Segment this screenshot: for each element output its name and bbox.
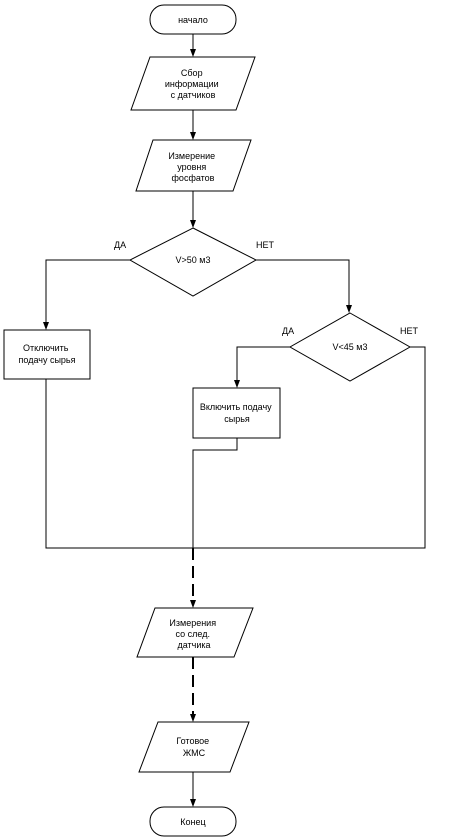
- step-ready-label: Готовое ЖМС: [176, 736, 211, 758]
- step-measure-shape: [135, 139, 252, 192]
- decision-2-shape: [288, 312, 412, 382]
- action-off-line: подачу сырья: [19, 355, 76, 365]
- step-ready-line: Готовое: [176, 736, 209, 746]
- arrow-head: [190, 132, 196, 140]
- arrow-head: [190, 600, 196, 608]
- action-off-line: Отключить: [23, 343, 69, 353]
- arrow-head: [234, 380, 240, 388]
- arrow-head: [346, 305, 352, 313]
- decision-1-shape: [128, 227, 258, 297]
- start-label: начало: [178, 15, 208, 25]
- arrow-head: [190, 714, 196, 722]
- step-measure-line: уровня: [177, 162, 206, 172]
- action-off-label: Отключить подачу сырья: [19, 343, 76, 365]
- step-measure: Измерение уровня фосфатов: [135, 139, 252, 192]
- step-ready: Готовое ЖМС: [138, 721, 250, 773]
- decision-2-yes-label: ДА: [282, 326, 294, 336]
- step-next-sensor-label: Измерения со след. датчика: [169, 618, 218, 650]
- connector-decision1-no: [256, 259, 350, 306]
- step-collect-line: информации: [165, 79, 219, 89]
- arrow-head: [190, 220, 196, 228]
- step-collect-label: Сбор информации с датчиков: [165, 68, 221, 100]
- step-measure-label: Измерение уровня фосфатов: [168, 151, 217, 183]
- start-shape: [149, 4, 237, 35]
- end-shape: [149, 806, 237, 837]
- arrow-head: [190, 49, 196, 57]
- action-on: Включить подачу сырья: [192, 387, 281, 439]
- step-collect-line: Сбор: [181, 68, 203, 78]
- decision-1-label: V>50 м3: [176, 255, 211, 265]
- arrow-head: [43, 322, 49, 330]
- action-on-label: Включить подачу сырья: [200, 402, 274, 424]
- step-collect: Сбор информации с датчиков: [130, 56, 256, 111]
- step-next-sensor-line: датчика: [177, 640, 210, 650]
- connectors: [43, 34, 426, 807]
- step-next-sensor: Измерения со след. датчика: [136, 607, 254, 658]
- action-on-line: сырья: [224, 414, 250, 424]
- step-next-sensor-shape: [136, 607, 254, 658]
- action-on-shape: [192, 387, 281, 439]
- end-terminator: Конец: [149, 806, 237, 837]
- connector-decision2-no: [193, 346, 426, 549]
- step-collect-line: с датчиков: [171, 90, 216, 100]
- connector-on-merge: [192, 438, 238, 548]
- action-off: Отключить подачу сырья: [3, 329, 91, 380]
- decision-2-label: V<45 м3: [333, 342, 368, 352]
- step-next-sensor-line: со след.: [176, 629, 210, 639]
- decision-2: V<45 м3 ДА НЕТ: [282, 312, 419, 382]
- action-off-shape: [3, 329, 91, 380]
- decision-1: V>50 м3 ДА НЕТ: [114, 227, 275, 297]
- start-terminator: начало: [149, 4, 237, 35]
- action-on-line: Включить подачу: [200, 402, 272, 412]
- connector-off-merge: [45, 379, 193, 549]
- arrow-head: [190, 799, 196, 807]
- end-label: Конец: [180, 817, 205, 827]
- step-ready-shape: [138, 721, 250, 773]
- step-ready-line: ЖМС: [183, 748, 206, 758]
- step-measure-line: Измерение: [168, 151, 215, 161]
- step-collect-shape: [130, 56, 256, 111]
- step-measure-line: фосфатов: [172, 173, 215, 183]
- decision-1-yes-label: ДА: [114, 240, 126, 250]
- connector-decision2-yes: [236, 346, 290, 381]
- decision-1-no-label: НЕТ: [256, 240, 275, 250]
- connector-decision1-yes: [45, 259, 130, 323]
- decision-2-no-label: НЕТ: [400, 326, 419, 336]
- step-next-sensor-line: Измерения: [169, 618, 216, 628]
